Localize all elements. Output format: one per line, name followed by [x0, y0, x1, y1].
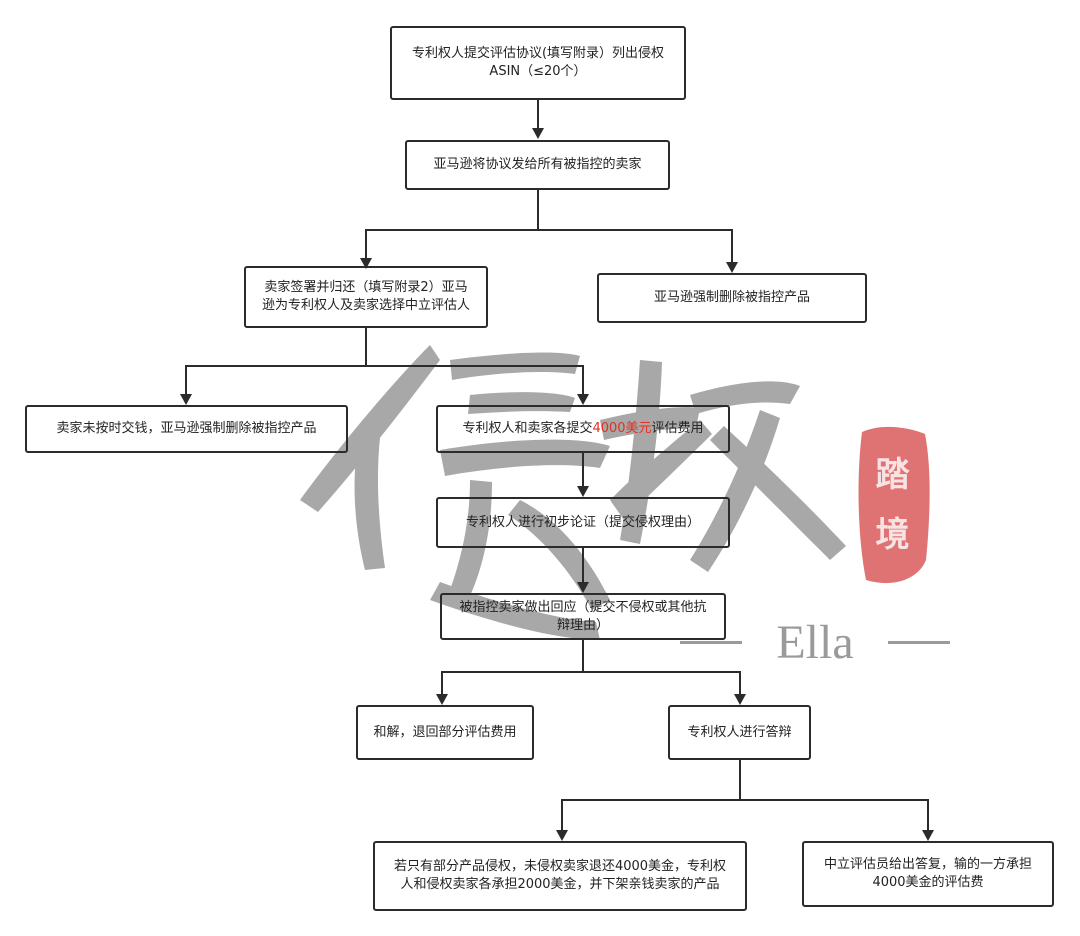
- node-text: 卖家签署并归还（填写附录2）亚马: [264, 280, 468, 295]
- node-text: 卖家未按时交钱，亚马逊强制删除被指控产品: [56, 421, 317, 436]
- node-text: 专利权人进行初步论证（提交侵权理由）: [465, 514, 700, 530]
- watermark-signature: Ella: [680, 612, 950, 672]
- seal-char-bottom: 境: [875, 515, 910, 555]
- node-text: 专利权人进行答辩: [687, 724, 792, 740]
- fee-text-after: 评估费用: [651, 421, 704, 436]
- node-initial-argument: 专利权人进行初步论证（提交侵权理由）: [436, 497, 730, 548]
- node-seller-sign: 卖家签署并归还（填写附录2）亚马 逊为专利权人及卖家选择中立评估人: [244, 266, 488, 328]
- node-partial-infringement: 若只有部分产品侵权，未侵权卖家退还4000美金，专利权 人和侵权卖家各承担200…: [373, 841, 747, 911]
- signature-text: Ella: [776, 615, 854, 669]
- node-text: 辩理由）: [556, 617, 609, 633]
- node-text: ASIN（≤20个）: [489, 64, 587, 79]
- node-amazon-delete: 亚马逊强制删除被指控产品: [597, 273, 867, 323]
- node-text: 逊为专利权人及卖家选择中立评估人: [261, 298, 470, 313]
- fee-text-before: 专利权人和卖家各提交: [462, 421, 593, 436]
- signature-dash-left: [680, 640, 742, 644]
- node-seller-response: 被指控卖家做出回应（提交不侵权或其他抗 辩理由）: [440, 593, 726, 640]
- node-text: 亚马逊将协议发给所有被指控的卖家: [433, 157, 642, 172]
- node-seller-late-delete: 卖家未按时交钱，亚马逊强制删除被指控产品: [25, 405, 348, 453]
- node-text: 亚马逊强制删除被指控产品: [653, 290, 810, 305]
- arrowheads: [180, 128, 934, 841]
- node-settlement: 和解，退回部分评估费用: [356, 705, 534, 760]
- connectors: [185, 100, 929, 834]
- node-text: 和解，退回部分评估费用: [373, 724, 517, 740]
- node-rebuttal: 专利权人进行答辩: [668, 705, 811, 760]
- fee-amount: 4000美元: [592, 421, 652, 436]
- node-submit-agreement: 专利权人提交评估协议(填写附录）列出侵权 ASIN（≤20个）: [390, 26, 686, 100]
- node-text: 人和侵权卖家各承担2000美金，并下架亲钱卖家的产品: [400, 877, 720, 892]
- node-text: 专利权人和卖家各提交4000美元评估费用: [462, 420, 703, 438]
- node-text: 4000美金的评估费: [872, 875, 984, 890]
- node-evaluator-decision: 中立评估员给出答复，输的一方承担 4000美金的评估费: [802, 841, 1054, 907]
- node-text: 专利权人提交评估协议(填写附录）列出侵权: [411, 46, 665, 61]
- seal-char-top: 踏: [875, 455, 910, 495]
- watermark-seal-label: 踏 境: [855, 425, 930, 585]
- node-text: 若只有部分产品侵权，未侵权卖家退还4000美金，专利权: [393, 859, 727, 874]
- node-text: 被指控卖家做出回应（提交不侵权或其他抗: [459, 599, 707, 615]
- node-amazon-send: 亚马逊将协议发给所有被指控的卖家: [405, 140, 670, 190]
- watermark-seal: [858, 426, 930, 584]
- node-submit-fee: 专利权人和卖家各提交4000美元评估费用: [436, 405, 730, 453]
- node-text: 中立评估员给出答复，输的一方承担: [823, 857, 1032, 872]
- signature-dash-right: [887, 640, 950, 644]
